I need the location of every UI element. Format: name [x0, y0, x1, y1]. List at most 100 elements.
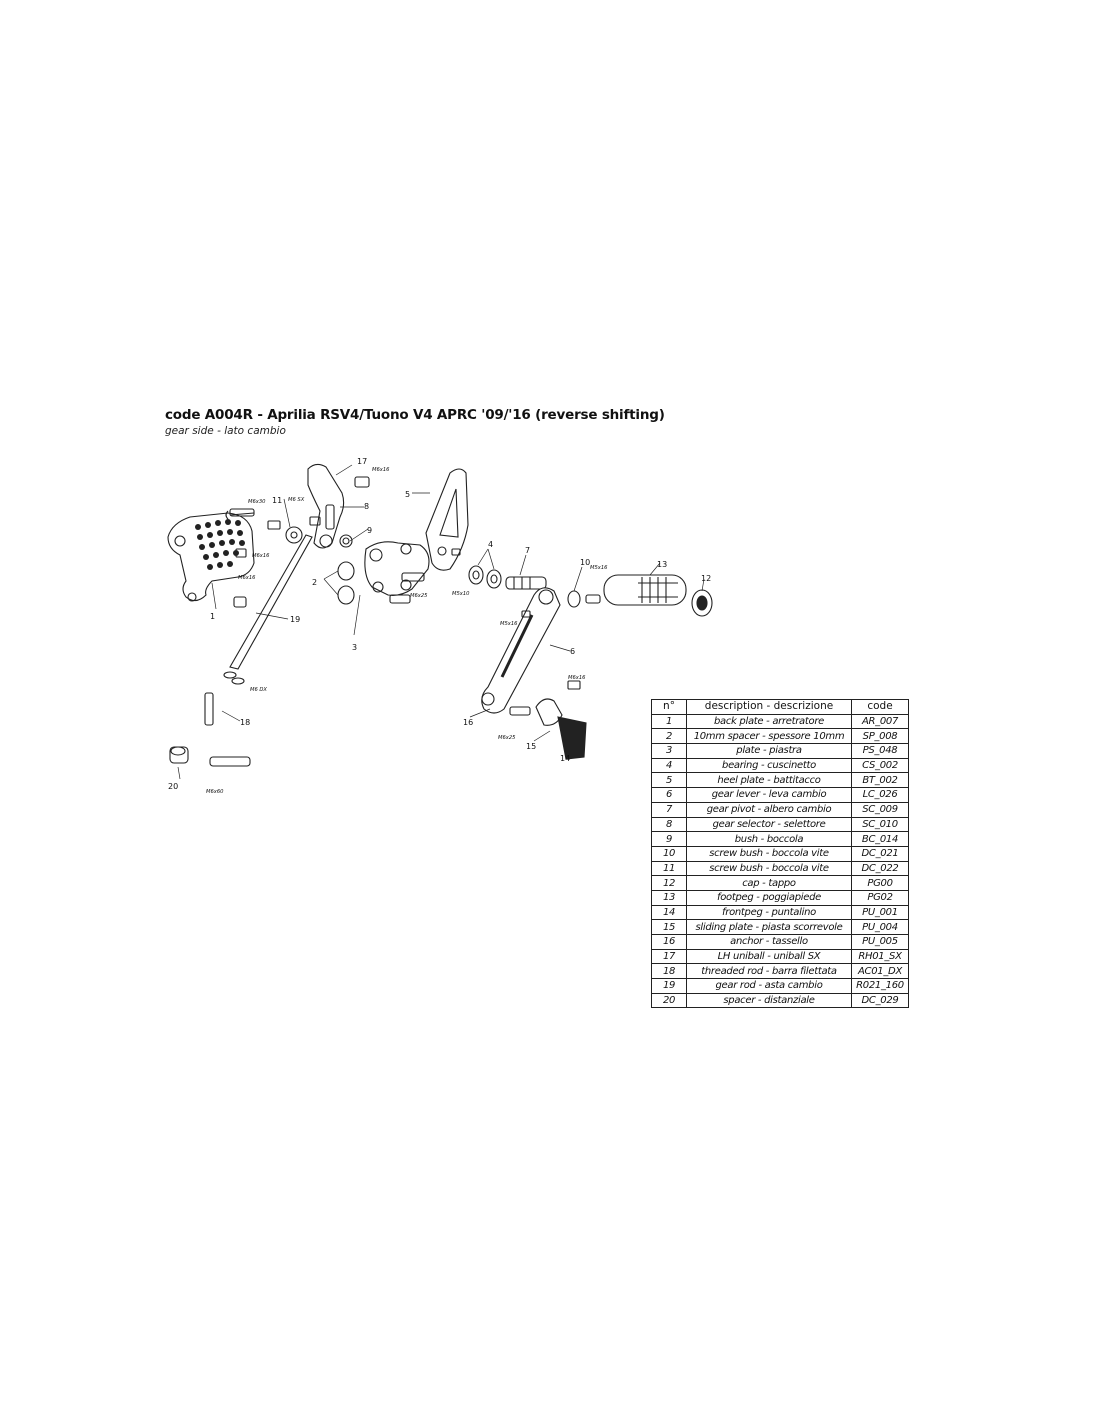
screw-label: M5x10 — [452, 591, 470, 597]
header-code: code — [851, 699, 909, 715]
cell-number: 14 — [651, 904, 687, 921]
cell-number: 3 — [651, 743, 687, 759]
cell-code: PG02 — [851, 889, 909, 906]
cell-code: LC_026 — [851, 787, 909, 803]
cell-code: PU_004 — [851, 919, 909, 935]
screw-label: M6x16 — [238, 575, 256, 581]
cell-description: gear lever - leva cambio — [686, 787, 852, 803]
callout-2: 2 — [312, 578, 317, 587]
header-description: description - descrizione — [686, 699, 852, 715]
cell-number: 18 — [651, 963, 687, 980]
cell-code: DC_022 — [851, 860, 909, 877]
cell-code: PU_001 — [851, 904, 909, 921]
screw-label: M6x16 — [252, 553, 270, 559]
table-header-row: n° description - descrizione code — [651, 699, 909, 715]
callout-19: 19 — [290, 615, 300, 624]
callout-12: 12 — [701, 574, 711, 583]
cell-description: screw bush - boccola vite — [686, 845, 852, 862]
cell-description: heel plate - battitacco — [686, 772, 852, 789]
page-title: code A004R - Aprilia RSV4/Tuono V4 APRC … — [165, 407, 665, 423]
cell-number: 16 — [651, 934, 687, 950]
cell-description: back plate - arretratore — [686, 713, 852, 730]
cell-number: 7 — [651, 801, 687, 818]
cell-number: 4 — [651, 757, 687, 774]
cell-code: CS_002 — [851, 757, 909, 774]
callout-17: 17 — [357, 457, 367, 466]
cell-code: SC_009 — [851, 801, 909, 818]
heel-plate-drawing — [425, 468, 469, 571]
callout-10: 10 — [580, 558, 590, 567]
cell-code: PG00 — [851, 875, 909, 891]
cell-code: RH01_SX — [851, 948, 909, 965]
cell-description: spacer - distanziale — [686, 992, 852, 1009]
cell-number: 20 — [651, 992, 687, 1009]
screw-label: M6x60 — [206, 789, 224, 795]
cell-description: footpeg - poggiapiede — [686, 889, 852, 906]
cell-number: 9 — [651, 831, 687, 847]
cell-number: 15 — [651, 919, 687, 935]
screw-label: M6x16 — [372, 467, 390, 473]
plate-drawing — [364, 541, 430, 596]
callout-1: 1 — [210, 612, 215, 621]
cell-description: plate - piastra — [686, 743, 852, 759]
cell-number: 19 — [651, 978, 687, 994]
cell-description: frontpeg - puntalino — [686, 904, 852, 921]
callout-9: 9 — [367, 526, 372, 535]
callout-13: 13 — [657, 560, 667, 569]
callout-3: 3 — [352, 643, 357, 652]
back-plate-drawing — [167, 512, 255, 602]
screw-label: M5x16 — [590, 565, 608, 571]
cell-number: 11 — [651, 860, 687, 877]
cell-number: 2 — [651, 728, 687, 745]
cell-description: sliding plate - piasta scorrevole — [686, 919, 852, 935]
cell-description: 10mm spacer - spessore 10mm — [686, 728, 852, 745]
screw-label: M5x16 — [500, 621, 518, 627]
cell-description: gear selector - selettore — [686, 816, 852, 833]
callout-14: 14 — [560, 754, 570, 763]
callout-16: 16 — [463, 718, 473, 727]
cell-description: bush - boccola — [686, 831, 852, 847]
callout-8: 8 — [364, 502, 369, 511]
cell-description: gear pivot - albero cambio — [686, 801, 852, 818]
cell-code: PU_005 — [851, 934, 909, 950]
cell-description: screw bush - boccola vite — [686, 860, 852, 877]
cell-number: 8 — [651, 816, 687, 833]
callout-11: 11 — [272, 496, 282, 505]
cell-number: 1 — [651, 713, 687, 730]
cell-description: anchor - tassello — [686, 934, 852, 950]
cell-number: 17 — [651, 948, 687, 965]
callout-4: 4 — [488, 540, 493, 549]
cell-number: 6 — [651, 787, 687, 803]
cell-code: AR_007 — [851, 713, 909, 730]
cell-description: gear rod - asta cambio — [686, 978, 852, 994]
cell-description: bearing - cuscinetto — [686, 757, 852, 774]
cell-code: AC01_DX — [851, 963, 909, 980]
cell-code: BC_014 — [851, 831, 909, 847]
cell-description: threaded rod - barra filettata — [686, 963, 852, 980]
cell-description: cap - tappo — [686, 875, 852, 891]
cell-description: LH uniball - uniball SX — [686, 948, 852, 965]
gear-lever-drawing — [481, 587, 561, 714]
callout-7: 7 — [525, 546, 530, 555]
callout-20: 20 — [168, 782, 178, 791]
screw-label: M6x25 — [498, 735, 516, 741]
screw-label: M6x25 — [410, 593, 428, 599]
cell-number: 10 — [651, 845, 687, 862]
screw-label: M6x16 — [568, 675, 586, 681]
